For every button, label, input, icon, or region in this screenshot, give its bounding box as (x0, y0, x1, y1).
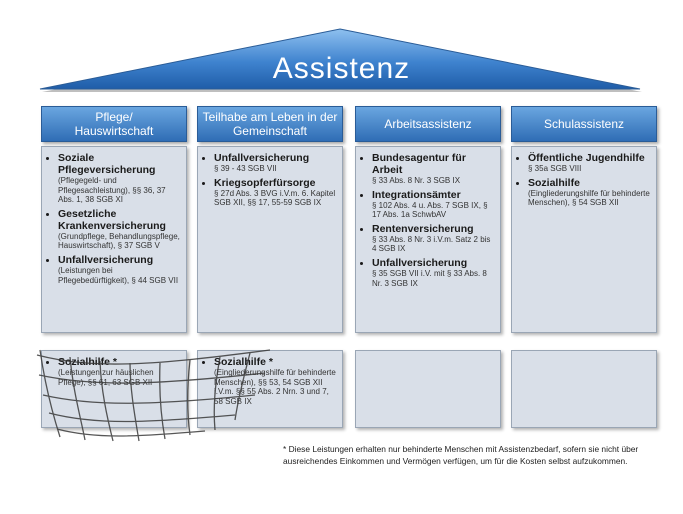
panel-pflege: Soziale Pflegeversicherung(Pflegegeld- u… (41, 146, 187, 333)
list-item: Rentenversicherung§ 33 Abs. 8 Nr. 3 i.V.… (372, 223, 494, 254)
list-item: Sozialhilfe(Eingliederungshilfe für behi… (528, 177, 650, 208)
roof-shape (39, 28, 642, 92)
panel-arbeitsassistenz: Bundesagentur für Arbeit§ 33 Abs. 8 Nr. … (355, 146, 501, 333)
column-header-teilhabe: Teilhabe am Leben in der Gemeinschaft (197, 106, 343, 142)
panel-schulassistenz: Öffentliche Jugendhilfe§ 35a SGB VIII So… (511, 146, 657, 333)
panel-sozialhilfe-pflege: Sozialhilfe *(Leistungen zur häuslichen … (41, 350, 187, 428)
column-header-schulassistenz: Schulassistenz (511, 106, 657, 142)
list-item: Unfallversicherung§ 35 SGB VII i.V. mit … (372, 257, 494, 288)
diagram-title: Assistenz (272, 52, 411, 85)
list-item: Kriegsopferfürsorge§ 27d Abs. 3 BVG i.V.… (214, 177, 336, 208)
list-item: Unfallversicherung§ 39 - 43 SGB VII (214, 152, 336, 174)
panel-empty-schulassistenz (511, 350, 657, 428)
column-header-pflege: Pflege/ Hauswirtschaft (41, 106, 187, 142)
list-item: Bundesagentur für Arbeit§ 33 Abs. 8 Nr. … (372, 152, 494, 186)
panel-sozialhilfe-teilhabe: Sozialhilfe *(Eingliederungshilfe für be… (197, 350, 343, 428)
list-item: Integrationsämter§ 102 Abs. 4 u. Abs. 7 … (372, 189, 494, 220)
panel-empty-arbeitsassistenz (355, 350, 501, 428)
safety-net-illustration (36, 349, 271, 442)
footnote: * Diese Leistungen erhalten nur behinder… (283, 444, 639, 466)
list-item: Sozialhilfe *(Eingliederungshilfe für be… (214, 356, 336, 406)
column-header-arbeitsassistenz: Arbeitsassistenz (355, 106, 501, 142)
list-item: Öffentliche Jugendhilfe§ 35a SGB VIII (528, 152, 650, 174)
list-item: Gesetzliche Krankenversicherung(Grundpfl… (58, 208, 180, 251)
list-item: Unfallversicherung(Leistungen bei Pflege… (58, 254, 180, 285)
panel-teilhabe: Unfallversicherung§ 39 - 43 SGB VII Krie… (197, 146, 343, 333)
list-item: Soziale Pflegeversicherung(Pflegegeld- u… (58, 152, 180, 205)
